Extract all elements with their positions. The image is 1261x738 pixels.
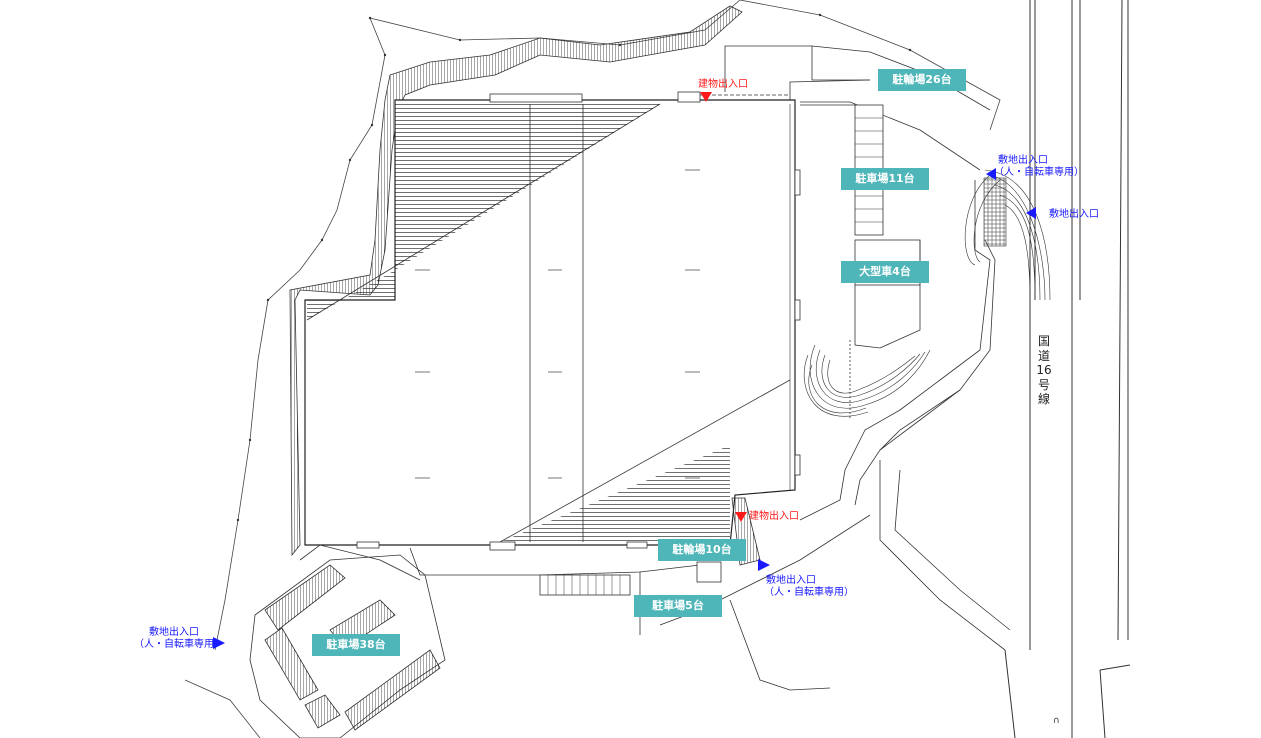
badge-bicycle-10: 駐輪場10台 — [658, 539, 746, 561]
entrance-marker-site-bottom — [758, 559, 770, 571]
badge-parking-38: 駐車場38台 — [312, 634, 400, 656]
badge-parking-11: 駐車場11台 — [841, 168, 929, 190]
entrance-markers — [213, 92, 1036, 649]
label-site-entrance-right: 敷地出入口 — [1049, 209, 1099, 220]
label-site-entrance-top-note: （人・自転車専用） — [994, 167, 1084, 178]
label-building-entrance-bottom: 建物出入口 — [749, 511, 799, 522]
label-site-entrance-bottom: 敷地出入口 — [766, 575, 816, 586]
label-building-entrance-top: 建物出入口 — [698, 79, 748, 90]
road-mark: ∩ — [1053, 716, 1060, 726]
main-building — [304, 93, 801, 551]
label-site-entrance-left: 敷地出入口 — [149, 627, 199, 638]
label-site-entrance-left-note: （人・自転車専用） — [134, 639, 224, 650]
badge-large-4: 大型車4台 — [841, 261, 929, 283]
label-site-entrance-top: 敷地出入口 — [998, 155, 1048, 166]
entrance-marker-site-right — [1026, 207, 1036, 219]
badge-parking-5: 駐車場5台 — [634, 595, 722, 617]
national-road — [1004, 0, 1131, 738]
swept-path-upper — [964, 169, 1051, 301]
badge-bicycle-26: 駐輪場26台 — [878, 69, 966, 91]
label-site-entrance-bottom-note: （人・自転車専用） — [764, 587, 854, 598]
entrance-marker-site-left — [213, 637, 225, 649]
entrance-marker-building-top — [700, 92, 712, 102]
entrance-marker-building-bottom — [735, 512, 747, 522]
entrance-marker-site-top — [986, 168, 996, 180]
swept-path-lower — [803, 344, 931, 417]
north-annex — [677, 45, 991, 171]
